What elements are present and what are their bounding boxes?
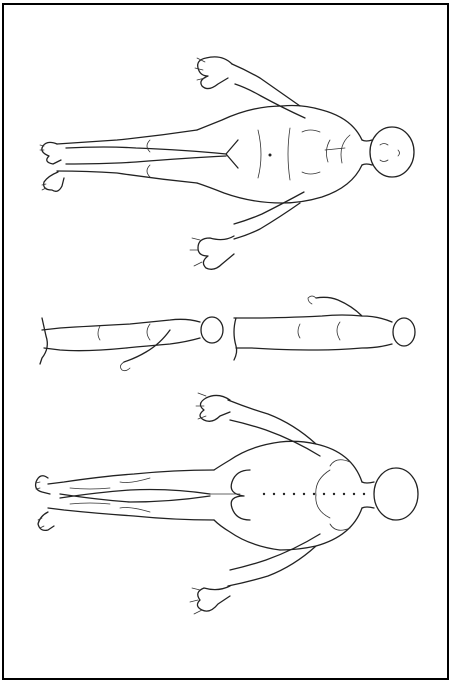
spine-dotted-line (263, 493, 365, 495)
posterior-body-figure (36, 393, 418, 614)
lateral-left-body-figure (40, 317, 223, 371)
anterior-body-figure (40, 57, 414, 269)
lateral-right-body-figure (234, 296, 415, 360)
